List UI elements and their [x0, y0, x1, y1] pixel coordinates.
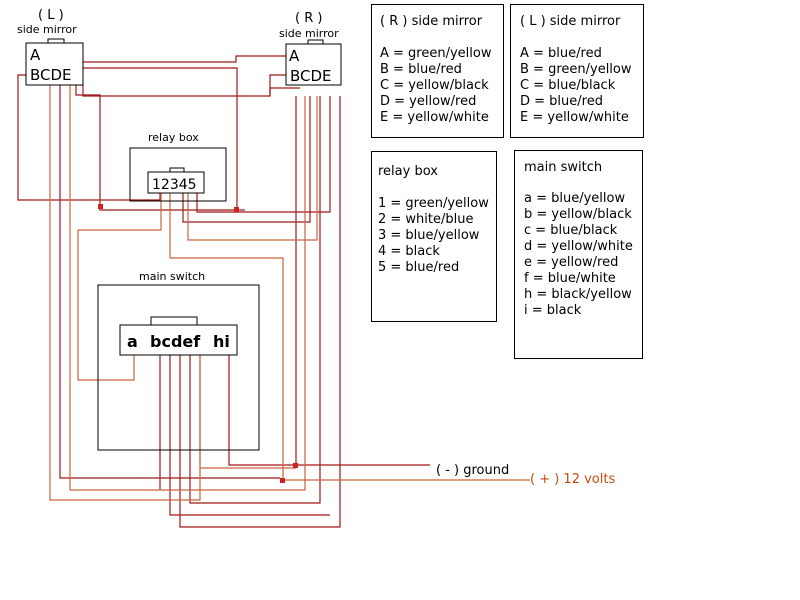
power-label: ( + ) 12 volts [530, 472, 615, 487]
legend-main-switch: main switch a = blue/yellow b = yellow/b… [514, 150, 643, 359]
wire-l-mirror-ground [59, 85, 280, 479]
wire-r-mirror-d [189, 96, 321, 504]
legend-title: ( R ) side mirror [380, 14, 483, 29]
legend-item: 4 = black [378, 244, 440, 259]
legend-item: C = yellow/black [380, 78, 489, 93]
legend-item: c = blue/black [524, 223, 618, 238]
junction-dot [280, 478, 285, 483]
legend-item: f = blue/white [524, 271, 616, 286]
wire-l-to-r-mirror [82, 85, 300, 97]
wire-switch-a [77, 230, 135, 381]
junction-dot [234, 207, 239, 212]
junction-dot [98, 204, 103, 209]
junction-dot [293, 463, 298, 468]
wire-top-bus [54, 55, 287, 63]
right-mirror-connector: ( R ) side mirror A BCDE [279, 11, 342, 86]
legend-item: b = yellow/black [524, 207, 632, 222]
main-switch-pins-mid: bcdef [150, 332, 201, 351]
legend-item: a = blue/yellow [524, 191, 626, 206]
right-mirror-pins: BCDE [290, 67, 332, 85]
wire-relay3-to-power [169, 193, 530, 481]
main-switch-pins-right: hi [213, 332, 230, 351]
legend-item: D = yellow/red [380, 94, 477, 109]
legend-right-mirror: ( R ) side mirror A = green/yellow B = b… [371, 4, 504, 138]
legend-item: B = green/yellow [520, 62, 632, 77]
wire-switch-f [199, 355, 296, 469]
legend-relay-box: relay box 1 = green/yellow 2 = white/blu… [371, 151, 497, 322]
wire-l-mirror-c [69, 85, 306, 491]
left-mirror-connector: ( L ) side mirror A BCDE [17, 8, 84, 86]
wire-ground-bus [228, 355, 430, 466]
wire-relay5-to-r-mirror [196, 96, 331, 213]
wire-relay4 [182, 96, 311, 223]
wire-relay2 [187, 96, 318, 241]
legend-item: i = black [524, 303, 582, 318]
left-mirror-pin-a: A [30, 46, 41, 64]
wire-relay-to-l-mirror [17, 74, 161, 201]
right-mirror-side: ( R ) [295, 11, 322, 26]
right-mirror-label: side mirror [279, 27, 339, 40]
legend-item: D = blue/red [520, 94, 603, 109]
legend-item: 5 = blue/red [378, 260, 460, 275]
left-mirror-pins: BCDE [30, 66, 72, 84]
legend-item: C = blue/black [520, 78, 616, 93]
legend-title: main switch [524, 160, 603, 175]
main-switch-label: main switch [139, 270, 205, 283]
legend-left-mirror: ( L ) side mirror A = blue/red B = green… [510, 4, 644, 138]
right-mirror-pin-a: A [289, 47, 300, 65]
legend-title: ( L ) side mirror [520, 14, 621, 29]
wire-l-mirror-e [49, 85, 201, 501]
wires-orange-red [49, 85, 530, 501]
wire-l-bcde-to-relay [75, 67, 238, 211]
legend-item: h = black/yellow [524, 287, 632, 302]
legend-item: 1 = green/yellow [378, 196, 489, 211]
legend-item: E = yellow/white [380, 110, 489, 125]
legend-item: A = green/yellow [380, 46, 492, 61]
legend-title: relay box [378, 164, 438, 179]
legend-item: e = yellow/red [524, 255, 619, 270]
legend-item: B = blue/red [380, 62, 462, 77]
relay-box-label: relay box [148, 131, 199, 144]
wire-r-mirror-a [269, 74, 290, 96]
wires-dark-red [17, 49, 430, 528]
legend-item: A = blue/red [520, 46, 602, 61]
junctions [98, 204, 298, 483]
legend-item: d = yellow/white [524, 239, 633, 254]
left-mirror-side: ( L ) [38, 8, 64, 23]
left-mirror-label: side mirror [17, 23, 77, 36]
wire-relay1 [78, 193, 162, 231]
ground-label: ( - ) ground [436, 463, 509, 478]
relay-box-pins: 12345 [152, 177, 197, 193]
relay-box: relay box 12345 [129, 131, 227, 202]
legend-item: 3 = blue/yellow [378, 228, 480, 243]
wire-switch-c [169, 355, 330, 516]
main-switch-pin-a: a [127, 332, 138, 351]
legend-item: E = yellow/white [520, 110, 629, 125]
main-switch: main switch a bcdef hi [97, 270, 260, 451]
wire-switch-d [179, 96, 341, 528]
legend-item: 2 = white/blue [378, 212, 474, 227]
